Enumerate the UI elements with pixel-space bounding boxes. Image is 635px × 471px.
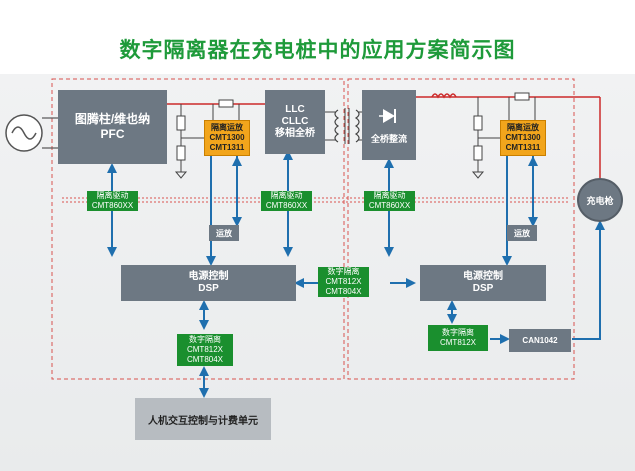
driver-right-a-line1: 隔离驱动 <box>373 191 406 200</box>
signal-arrow <box>572 220 605 340</box>
diode-icon <box>379 108 396 123</box>
transformer-icon <box>324 108 366 144</box>
isolator-middle-line1: 数字隔离 <box>327 267 360 276</box>
opamp-right: 运放 <box>507 225 537 241</box>
shunt-resistor-icon <box>218 99 234 108</box>
pfc-label-line1: 图腾柱/维也纳 <box>74 112 151 126</box>
isolator-bottom-left-line2: CMT812X <box>186 345 223 354</box>
divider-resistor-icon <box>473 145 483 161</box>
divider-resistor-icon <box>473 115 483 131</box>
hmi-block: 人机交互控制与计费单元 <box>135 398 271 440</box>
shunt-resistor-icon <box>514 92 530 101</box>
rectifier-label: 全桥整流 <box>370 133 407 144</box>
dsp-left-block: 电源控制 DSP <box>121 265 296 301</box>
divider-resistor-icon <box>176 115 186 131</box>
gate-driver-left-b: 隔离驱动 CMT860XX <box>261 191 312 211</box>
llc-label-line3: 移相全桥 <box>275 128 315 139</box>
llc-label-line1: LLC <box>285 104 305 115</box>
amp-left-line3: CMT1311 <box>209 143 245 152</box>
digital-isolator-bottom-left: 数字隔离 CMT812X CMT804X <box>177 334 233 366</box>
isolator-bottom-left-line1: 数字隔离 <box>189 335 221 344</box>
hmi-label: 人机交互控制与计费单元 <box>148 415 258 427</box>
isolator-bottom-right-line1: 数字隔离 <box>442 328 474 337</box>
charger-gun-label: 充电枪 <box>586 195 614 206</box>
driver-left-b-line2: CMT860XX <box>265 201 308 210</box>
dsp-right-label-line2: DSP <box>472 283 494 294</box>
rectifier-block: 全桥整流 <box>362 90 416 160</box>
charger-gun-block: 充电枪 <box>577 178 623 222</box>
dsp-left-label-line1: 电源控制 <box>188 271 229 282</box>
opamp-left-label: 运放 <box>216 228 232 238</box>
gate-driver-right-a: 隔离驱动 CMT860XX <box>364 191 415 211</box>
driver-left-a-line2: CMT860XX <box>91 201 134 210</box>
amp-right-line3: CMT1311 <box>505 143 541 152</box>
isolator-bottom-left-line3: CMT804X <box>186 355 223 364</box>
divider-resistor-icon <box>176 145 186 161</box>
left-section-border <box>51 78 345 380</box>
gate-driver-left-a: 隔离驱动 CMT860XX <box>87 191 138 211</box>
right-section-border <box>347 78 575 380</box>
opamp-left: 运放 <box>209 225 239 241</box>
isolator-middle-line3: CMT804X <box>325 287 362 296</box>
amp-right-line1: 隔离运放 <box>507 123 539 132</box>
amp-right-line2: CMT1300 <box>505 133 541 142</box>
amp-left-line1: 隔离运放 <box>211 123 243 132</box>
llc-label-line2: CLLC <box>281 116 309 127</box>
isolator-bottom-right-line2: CMT812X <box>439 338 476 347</box>
opamp-right-label: 运放 <box>514 228 530 238</box>
pfc-label-line2: PFC <box>100 127 125 141</box>
pfc-block: 图腾柱/维也纳 PFC <box>58 90 167 164</box>
ground-icon <box>174 171 188 179</box>
can-block: CAN1042 <box>509 329 571 352</box>
isolator-middle-line2: CMT812X <box>325 277 362 286</box>
ground-icon <box>471 171 485 179</box>
dsp-left-label-line2: DSP <box>198 283 219 294</box>
digital-isolator-bottom-right: 数字隔离 CMT812X <box>428 325 488 351</box>
can-label: CAN1042 <box>522 336 558 345</box>
dsp-right-block: 电源控制 DSP <box>420 265 546 301</box>
driver-right-a-line2: CMT860XX <box>368 201 411 210</box>
ac-wave <box>11 126 37 140</box>
digital-isolator-middle: 数字隔离 CMT812X CMT804X <box>318 267 369 297</box>
isolated-amp-right: 隔离运放 CMT1300 CMT1311 <box>500 120 546 156</box>
inductor-icon <box>431 93 457 99</box>
amp-left-line2: CMT1300 <box>209 133 245 142</box>
page-title: 数字隔离器在充电桩中的应用方案简示图 <box>119 38 516 62</box>
driver-left-b-line1: 隔离驱动 <box>270 191 303 200</box>
driver-left-a-line1: 隔离驱动 <box>96 191 129 200</box>
dsp-right-label-line1: 电源控制 <box>463 271 503 282</box>
isolated-amp-left: 隔离运放 CMT1300 CMT1311 <box>204 120 250 156</box>
llc-block: LLC CLLC 移相全桥 <box>265 90 325 154</box>
